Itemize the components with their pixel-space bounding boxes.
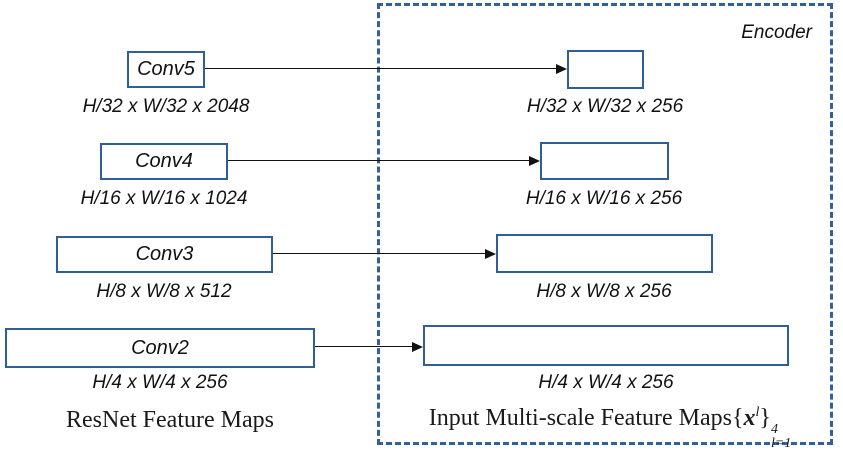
conv5-label: Conv5 [137,58,195,80]
conv2-output-box [423,325,789,366]
arrow-line-conv4 [228,160,530,161]
conv2-box: Conv2 [5,328,315,368]
close-brace: } [759,405,771,431]
subscript-l-eq-1: l=1 [770,436,792,451]
conv5-output-dims: H/32 x W/32 x 256 [526,96,684,117]
conv3-box: Conv3 [56,236,273,273]
encoder-label: Encoder [741,22,812,43]
superscript-l: l [755,405,760,420]
conv5-output-box [567,50,644,89]
arrow-line-conv5 [205,68,557,69]
arrow-head-icon [485,249,496,259]
conv4-output-dims: H/16 x W/16 x 256 [525,188,683,209]
conv4-label: Conv4 [135,150,193,172]
arrow-head-icon [556,64,567,74]
conv3-output-dims: H/8 x W/8 x 256 [536,281,672,302]
arrow-line-conv2 [315,346,413,347]
multiscale-caption-text: Input Multi-scale Feature Maps [428,405,732,431]
arrow-head-icon [412,342,423,352]
conv4-output-box [540,142,669,180]
arrow-head-icon [529,156,540,166]
conv2-label: Conv2 [131,336,189,359]
resnet-caption: ResNet Feature Maps [66,407,274,433]
conv2-output-dims: H/4 x W/4 x 256 [538,372,674,393]
conv4-box: Conv4 [100,143,228,180]
conv3-output-box [496,234,713,273]
conv2-input-dims: H/4 x W/4 x 256 [92,372,228,393]
arrow-line-conv3 [273,253,486,254]
conv5-input-dims: H/32 x W/32 x 2048 [82,96,250,117]
open-brace: { [731,405,744,431]
conv5-box: Conv5 [127,51,205,88]
encoder-dashed-region [377,3,833,445]
bold-x-symbol: x [743,405,756,431]
conv3-input-dims: H/8 x W/8 x 512 [96,281,232,302]
superscript-4: 4 [770,422,778,437]
conv3-label: Conv3 [135,243,194,265]
conv4-input-dims: H/16 x W/16 x 1024 [80,188,248,209]
